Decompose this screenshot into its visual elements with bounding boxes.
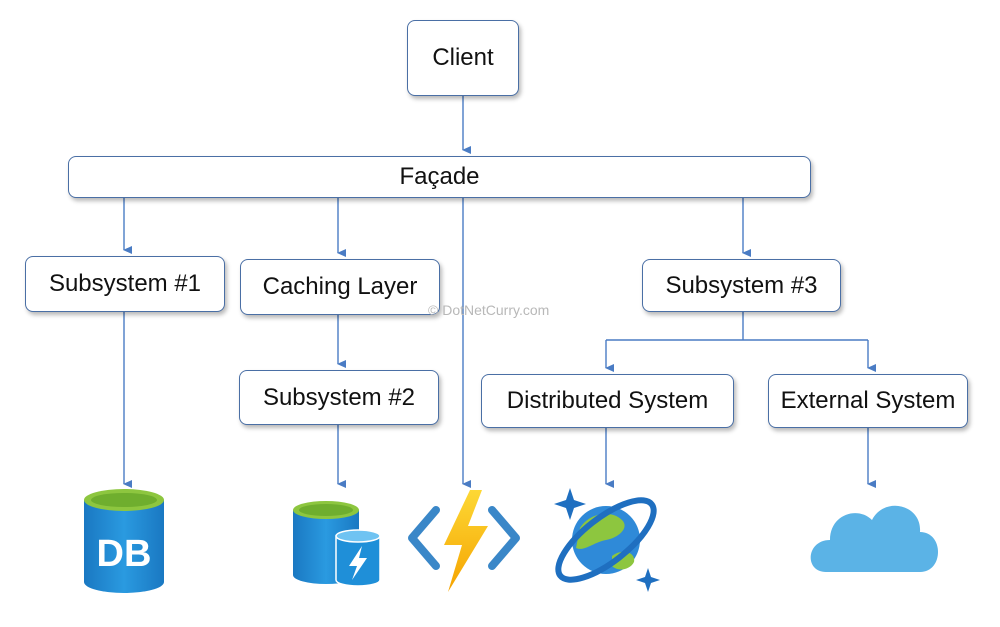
client-node: Client <box>407 20 519 96</box>
azure-functions-icon <box>408 490 520 592</box>
subsystem2-node: Subsystem #2 <box>239 370 439 425</box>
cloud-icon <box>810 505 938 572</box>
subsystem3-node: Subsystem #3 <box>642 259 841 312</box>
subsystem1-node: Subsystem #1 <box>25 256 225 312</box>
external-system-node: External System <box>768 374 968 428</box>
watermark-text: © DotNetCurry.com <box>428 302 550 318</box>
database-icon: DB <box>84 489 164 593</box>
db-label: DB <box>97 533 152 575</box>
distributed-system-node: Distributed System <box>481 374 734 428</box>
facade-node: Façade <box>68 156 811 198</box>
cache-database-icon <box>293 501 381 587</box>
caching-layer-node: Caching Layer <box>240 259 440 315</box>
cosmos-db-icon <box>554 488 660 592</box>
